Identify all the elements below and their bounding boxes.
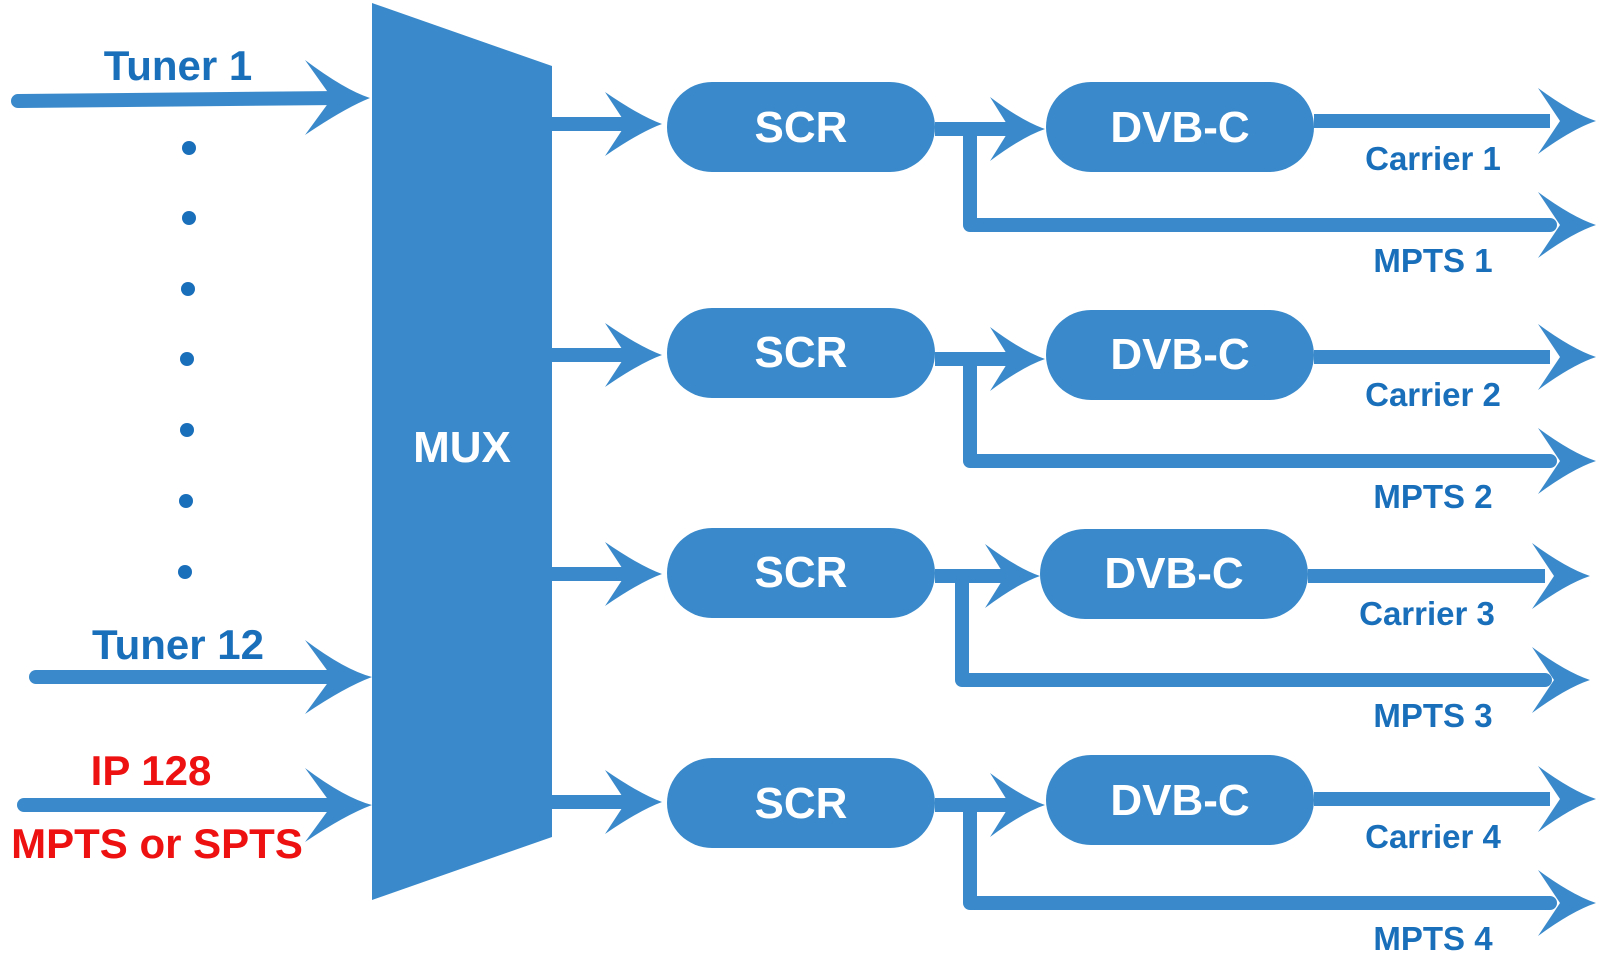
ip-input-arrow xyxy=(17,768,372,842)
mpts-label: MPTS 2 xyxy=(1373,478,1492,515)
ellipsis-dots xyxy=(178,141,196,579)
output-chain-2: SCR DVB-C Carrier 2 MPTS 2 xyxy=(552,308,1596,515)
ip-label-line1: IP 128 xyxy=(91,747,212,794)
output-chain-3: SCR DVB-C Carrier 3 MPTS 3 xyxy=(552,528,1590,734)
dvbc-label: DVB-C xyxy=(1110,103,1249,152)
mux-block xyxy=(372,3,552,900)
tuner-1-arrow xyxy=(11,60,370,135)
dvbc-block xyxy=(1046,82,1314,172)
mpts-label: MPTS 3 xyxy=(1373,697,1492,734)
output-chain-4: SCR DVB-C Carrier 4 MPTS 4 xyxy=(552,755,1596,957)
mux-label: MUX xyxy=(413,423,511,472)
mpts-label: MPTS 4 xyxy=(1373,920,1493,957)
tuner-12-arrow xyxy=(29,640,372,714)
scr-label: SCR xyxy=(755,328,848,377)
dvbc-label: DVB-C xyxy=(1110,330,1249,379)
scr-label: SCR xyxy=(755,103,848,152)
scr-label: SCR xyxy=(755,779,848,828)
carrier-label: Carrier 2 xyxy=(1365,376,1501,413)
dvbc-block xyxy=(1046,310,1314,400)
scr-block xyxy=(667,528,935,618)
carrier-label: Carrier 4 xyxy=(1365,818,1501,855)
dvbc-label: DVB-C xyxy=(1104,549,1243,598)
ip-label-line2: MPTS or SPTS xyxy=(11,820,303,867)
output-chain-1: SCR DVB-C Carrier 1 MPTS 1 xyxy=(552,82,1596,279)
tuner-1-label: Tuner 1 xyxy=(104,42,253,89)
dvbc-block xyxy=(1046,755,1314,845)
scr-block xyxy=(667,758,935,848)
dvbc-block xyxy=(1040,529,1308,619)
carrier-label: Carrier 1 xyxy=(1365,140,1501,177)
mpts-label: MPTS 1 xyxy=(1373,242,1492,279)
scr-block xyxy=(667,308,935,398)
carrier-label: Carrier 3 xyxy=(1359,595,1495,632)
tuner-12-label: Tuner 12 xyxy=(92,621,264,668)
scr-label: SCR xyxy=(755,548,848,597)
dvbc-label: DVB-C xyxy=(1110,776,1249,825)
scr-block xyxy=(667,82,935,172)
